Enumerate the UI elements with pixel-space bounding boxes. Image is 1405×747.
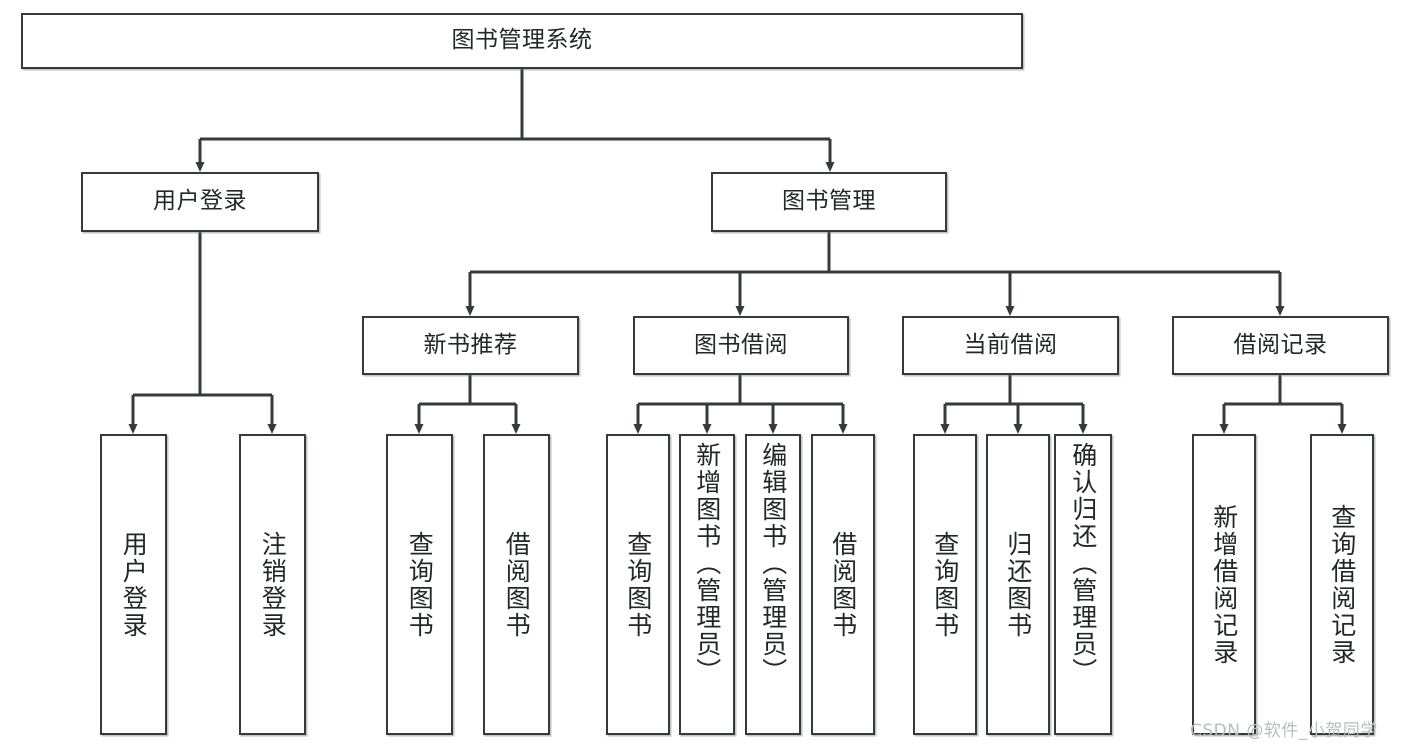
node-leaf-add-record[interactable]: 新增借阅记录 bbox=[1192, 434, 1256, 735]
node-new-book-recommend[interactable]: 新书推荐 bbox=[362, 316, 579, 375]
node-current-borrow-label: 当前借阅 bbox=[963, 331, 1058, 358]
node-leaf-add-record-label: 新增借阅记录 bbox=[1209, 503, 1239, 666]
node-borrow-record[interactable]: 借阅记录 bbox=[1172, 316, 1389, 375]
node-leaf-confirm-return-label: 确认归还（管理员） bbox=[1068, 442, 1098, 685]
node-leaf-user-login[interactable]: 用户登录 bbox=[100, 434, 167, 735]
node-user-login-label: 用户登录 bbox=[153, 188, 247, 215]
node-leaf-query-book-3-label: 查询图书 bbox=[930, 530, 960, 639]
node-leaf-return-book[interactable]: 归还图书 bbox=[986, 434, 1050, 735]
node-leaf-return-book-label: 归还图书 bbox=[1003, 530, 1033, 639]
node-leaf-query-book-1[interactable]: 查询图书 bbox=[386, 434, 453, 735]
node-root[interactable]: 图书管理系统 bbox=[21, 13, 1023, 69]
node-leaf-edit-book[interactable]: 编辑图书（管理员） bbox=[745, 434, 801, 735]
node-leaf-query-book-2[interactable]: 查询图书 bbox=[606, 434, 670, 735]
node-leaf-logout[interactable]: 注销登录 bbox=[239, 434, 306, 735]
csdn-watermark: CSDN @软件_小贺同学 bbox=[1190, 721, 1378, 741]
node-leaf-query-book-3[interactable]: 查询图书 bbox=[913, 434, 977, 735]
node-leaf-borrow-book-1[interactable]: 借阅图书 bbox=[483, 434, 550, 735]
node-leaf-borrow-book-1-label: 借阅图书 bbox=[502, 530, 532, 639]
node-leaf-user-login-label: 用户登录 bbox=[119, 530, 149, 639]
node-new-book-recommend-label: 新书推荐 bbox=[423, 331, 518, 358]
node-borrow-record-label: 借阅记录 bbox=[1233, 331, 1328, 358]
node-leaf-borrow-book-2-label: 借阅图书 bbox=[828, 530, 858, 639]
node-leaf-query-book-2-label: 查询图书 bbox=[623, 530, 653, 639]
node-user-login[interactable]: 用户登录 bbox=[81, 172, 319, 232]
node-leaf-borrow-book-2[interactable]: 借阅图书 bbox=[811, 434, 875, 735]
node-leaf-query-record[interactable]: 查询借阅记录 bbox=[1310, 434, 1374, 735]
node-book-borrow-label: 图书借阅 bbox=[694, 331, 788, 358]
node-book-management[interactable]: 图书管理 bbox=[711, 172, 947, 232]
node-leaf-logout-label: 注销登录 bbox=[258, 530, 288, 639]
node-root-label: 图书管理系统 bbox=[451, 27, 593, 54]
node-leaf-add-book[interactable]: 新增图书（管理员） bbox=[679, 434, 735, 735]
node-book-management-label: 图书管理 bbox=[782, 188, 876, 215]
node-leaf-add-book-label: 新增图书（管理员） bbox=[692, 442, 722, 685]
node-current-borrow[interactable]: 当前借阅 bbox=[902, 316, 1119, 375]
node-leaf-query-book-1-label: 查询图书 bbox=[405, 530, 435, 639]
node-leaf-query-record-label: 查询借阅记录 bbox=[1327, 503, 1357, 666]
node-leaf-edit-book-label: 编辑图书（管理员） bbox=[758, 442, 788, 685]
node-book-borrow[interactable]: 图书借阅 bbox=[633, 316, 849, 375]
node-leaf-confirm-return[interactable]: 确认归还（管理员） bbox=[1054, 434, 1112, 735]
